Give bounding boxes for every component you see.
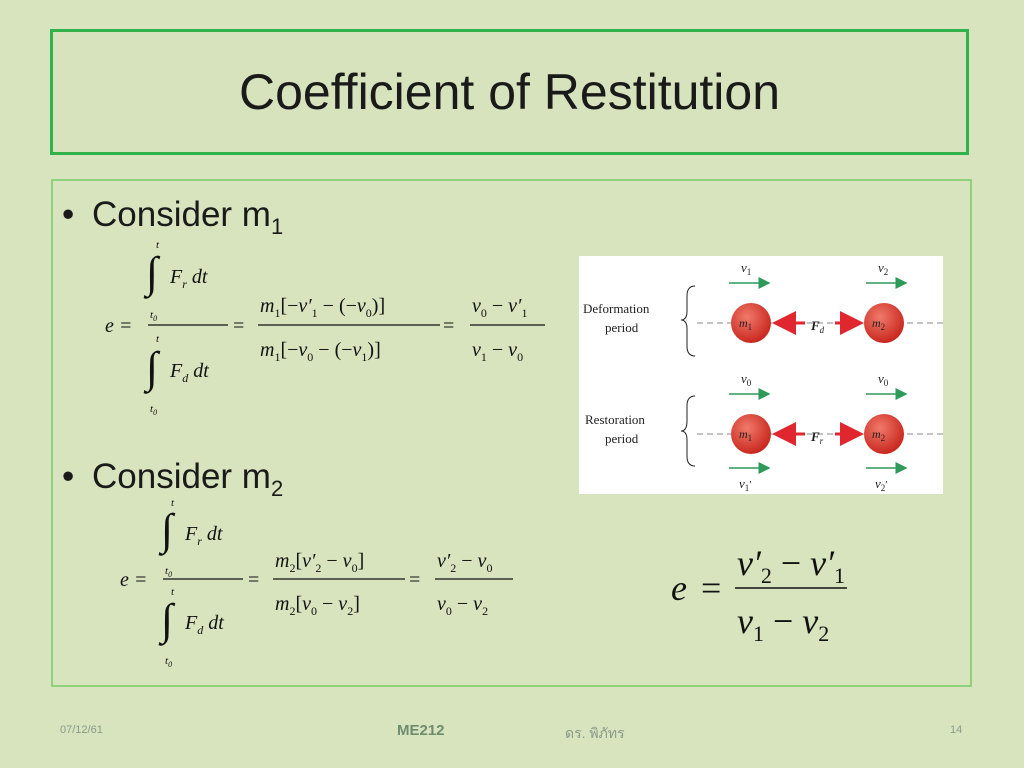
bullet-subscript: 1 <box>270 214 284 239</box>
svg-text:t0: t0 <box>165 655 172 669</box>
svg-text:=: = <box>248 569 259 591</box>
bullet-dot-icon: • <box>62 195 75 234</box>
footer-course: ME212 <box>397 722 445 739</box>
svg-text:v0: v0 <box>878 371 889 388</box>
svg-text:v1 − v2: v1 − v2 <box>737 601 829 646</box>
svg-text:t: t <box>156 333 160 345</box>
svg-text:v0 − v2: v0 − v2 <box>437 593 488 618</box>
svg-text:v2: v2 <box>878 260 888 277</box>
svg-text:t0: t0 <box>165 565 172 579</box>
bullet-subscript: 2 <box>270 476 284 501</box>
slide-title: Coefficient of Restitution <box>238 64 781 120</box>
svg-text:v1 − v0: v1 − v0 <box>472 339 523 364</box>
svg-text:Fr dt: Fr dt <box>184 523 223 548</box>
collision-diagram: Deformation period Restoration period v1… <box>579 256 943 494</box>
collision-diagram-svg: Deformation period Restoration period v1… <box>583 260 943 493</box>
svg-text:Fd dt: Fd dt <box>169 360 209 385</box>
svg-text:∫: ∫ <box>143 343 161 394</box>
svg-text:v1′: v1′ <box>739 476 752 493</box>
svg-text:Fd dt: Fd dt <box>184 612 224 637</box>
equation-m1: t ∫ Fr dt t0 e = t ∫ Fd dt t0 = m1[−v′1 … <box>105 239 545 417</box>
svg-text:t0: t0 <box>150 403 157 417</box>
summary-equation: e = v′2 − v′1 v1 − v2 <box>671 543 847 646</box>
bullet-text: Consider m <box>92 457 271 496</box>
restoration-label-1: Restoration <box>585 412 645 427</box>
svg-text:m2[v′2 − v0]: m2[v′2 − v0] <box>275 550 364 575</box>
equation-m2: t ∫ Fr dt t0 e = t ∫ Fd dt t0 = m2[v′2 −… <box>120 497 513 669</box>
svg-text:v0: v0 <box>741 371 752 388</box>
footer-author: ดร. พิภัทร <box>565 725 625 741</box>
svg-text:m2[v0 − v2]: m2[v0 − v2] <box>275 593 360 618</box>
svg-text:t: t <box>156 239 160 251</box>
svg-text:Fr: Fr <box>810 429 824 446</box>
svg-text:=: = <box>443 315 454 337</box>
bullet-text: Consider m <box>92 195 271 234</box>
svg-text:∫: ∫ <box>158 505 176 556</box>
svg-text:m1[−v0 − (−v1)]: m1[−v0 − (−v1)] <box>260 339 381 364</box>
svg-text:m1[−v′1 − (−v0)]: m1[−v′1 − (−v0)] <box>260 295 385 320</box>
svg-text:t0: t0 <box>150 309 157 323</box>
footer-page-number: 14 <box>950 724 963 736</box>
svg-text:e =: e = <box>120 569 147 591</box>
bullet-consider-m2: • Consider m2 <box>62 457 283 502</box>
restoration-label-2: period <box>605 431 639 446</box>
svg-text:v′2 − v′1: v′2 − v′1 <box>737 543 845 588</box>
bullet-dot-icon: • <box>62 457 75 496</box>
svg-text:t: t <box>171 497 175 509</box>
deformation-label-1: Deformation <box>583 301 650 316</box>
svg-text:Fr dt: Fr dt <box>169 266 208 291</box>
svg-text:∫: ∫ <box>158 595 176 646</box>
svg-text:∫: ∫ <box>143 248 161 299</box>
svg-text:v2′: v2′ <box>875 476 888 493</box>
svg-text:t: t <box>171 586 175 598</box>
bullet-consider-m1: • Consider m1 <box>62 195 283 240</box>
svg-text:v′2 − v0: v′2 − v0 <box>437 550 492 575</box>
svg-text:=: = <box>701 568 721 608</box>
title-box: Coefficient of Restitution <box>50 29 969 155</box>
svg-text:e =: e = <box>105 315 132 337</box>
svg-text:=: = <box>233 315 244 337</box>
footer-date: 07/12/61 <box>60 724 103 736</box>
svg-text:v1: v1 <box>741 260 751 277</box>
deformation-label-2: period <box>605 320 639 335</box>
svg-text:v0 − v′1: v0 − v′1 <box>472 295 527 320</box>
svg-text:e: e <box>671 568 687 608</box>
svg-text:Fd: Fd <box>810 318 825 335</box>
svg-text:=: = <box>409 569 420 591</box>
